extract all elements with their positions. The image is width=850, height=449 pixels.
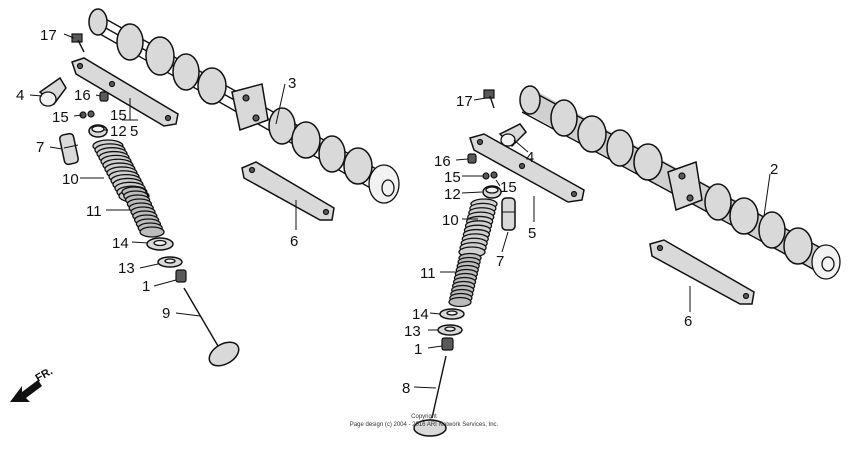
left-small-parts[interactable] xyxy=(79,91,109,138)
callout-5-left: 5 xyxy=(130,123,138,140)
right-valve[interactable] xyxy=(413,355,447,437)
left-rocker-plate[interactable] xyxy=(71,57,179,127)
callout-4-left: 4 xyxy=(16,87,24,104)
callout-6-right: 6 xyxy=(684,313,692,330)
callout-10-left: 10 xyxy=(62,171,79,188)
callout-3: 3 xyxy=(288,75,296,92)
left-rocker-arm[interactable] xyxy=(38,76,67,107)
callout-17-right: 17 xyxy=(456,93,473,110)
callout-14-left: 14 xyxy=(112,235,129,252)
callout-11-right: 11 xyxy=(420,265,436,282)
spring-coil xyxy=(448,296,472,308)
left-spring-seat[interactable] xyxy=(146,237,174,251)
callout-7-right: 7 xyxy=(496,253,504,270)
callout-7-left: 7 xyxy=(36,139,44,156)
leader-lines xyxy=(29,33,771,389)
callout-13-right: 13 xyxy=(404,323,421,340)
right-inner-spring[interactable] xyxy=(448,252,482,308)
left-inner-spring[interactable] xyxy=(121,186,165,238)
callout-11-left: 11 xyxy=(86,203,102,220)
callout-6-left: 6 xyxy=(290,233,298,250)
right-rocker-arm[interactable] xyxy=(498,123,527,148)
right-outer-spring[interactable] xyxy=(458,198,498,258)
callout-10-right: 10 xyxy=(442,212,459,229)
callout-16-right: 16 xyxy=(434,153,451,170)
direction-label: FR. xyxy=(34,365,55,384)
left-lifter[interactable] xyxy=(59,132,79,166)
right-valve-cotter[interactable] xyxy=(441,337,454,351)
callout-16-left: 16 xyxy=(74,87,91,104)
right-lower-plate[interactable] xyxy=(649,239,755,305)
left-valve-seal[interactable] xyxy=(157,256,183,268)
right-camshaft[interactable] xyxy=(519,85,841,280)
callout-4-right: 4 xyxy=(526,149,534,166)
callout-15-right-b: 15 xyxy=(500,179,517,196)
callout-labels: 17 4 16 15 15 12 5 3 7 10 11 14 13 1 9 6… xyxy=(16,27,778,397)
callout-1-right: 1 xyxy=(414,341,422,358)
callout-9: 9 xyxy=(162,305,170,322)
left-valve[interactable] xyxy=(183,287,243,371)
left-camshaft[interactable] xyxy=(88,8,400,204)
callout-17-left: 17 xyxy=(40,27,57,44)
left-lower-plate[interactable] xyxy=(241,161,335,221)
callout-1-left: 1 xyxy=(142,278,150,295)
callout-14-right: 14 xyxy=(412,306,429,323)
callout-15-left-a: 15 xyxy=(52,109,69,126)
callout-12-left: 12 xyxy=(110,123,127,140)
callout-15-right-a: 15 xyxy=(444,169,461,186)
spring-coil xyxy=(139,226,165,238)
front-direction-arrow: FR. xyxy=(10,365,55,402)
left-valve-cotter[interactable] xyxy=(175,269,187,283)
right-spring-seat[interactable] xyxy=(439,308,465,320)
copyright-heading: Copyright xyxy=(411,414,437,420)
right-lifter[interactable] xyxy=(501,197,516,231)
callout-5-right: 5 xyxy=(528,225,536,242)
right-rocker-plate[interactable] xyxy=(469,133,585,203)
callout-13-left: 13 xyxy=(118,260,135,277)
right-bolt[interactable] xyxy=(483,89,495,109)
right-valve-seal[interactable] xyxy=(437,324,463,336)
callout-8: 8 xyxy=(402,380,410,397)
left-bolt[interactable] xyxy=(71,33,85,53)
callout-2: 2 xyxy=(770,161,778,178)
callout-15-left-b: 15 xyxy=(110,107,127,124)
callout-12-right: 12 xyxy=(444,186,461,203)
right-small-parts[interactable] xyxy=(467,153,502,199)
copyright-notice: Page design (c) 2004 - 2016 ARI Network … xyxy=(350,422,499,428)
